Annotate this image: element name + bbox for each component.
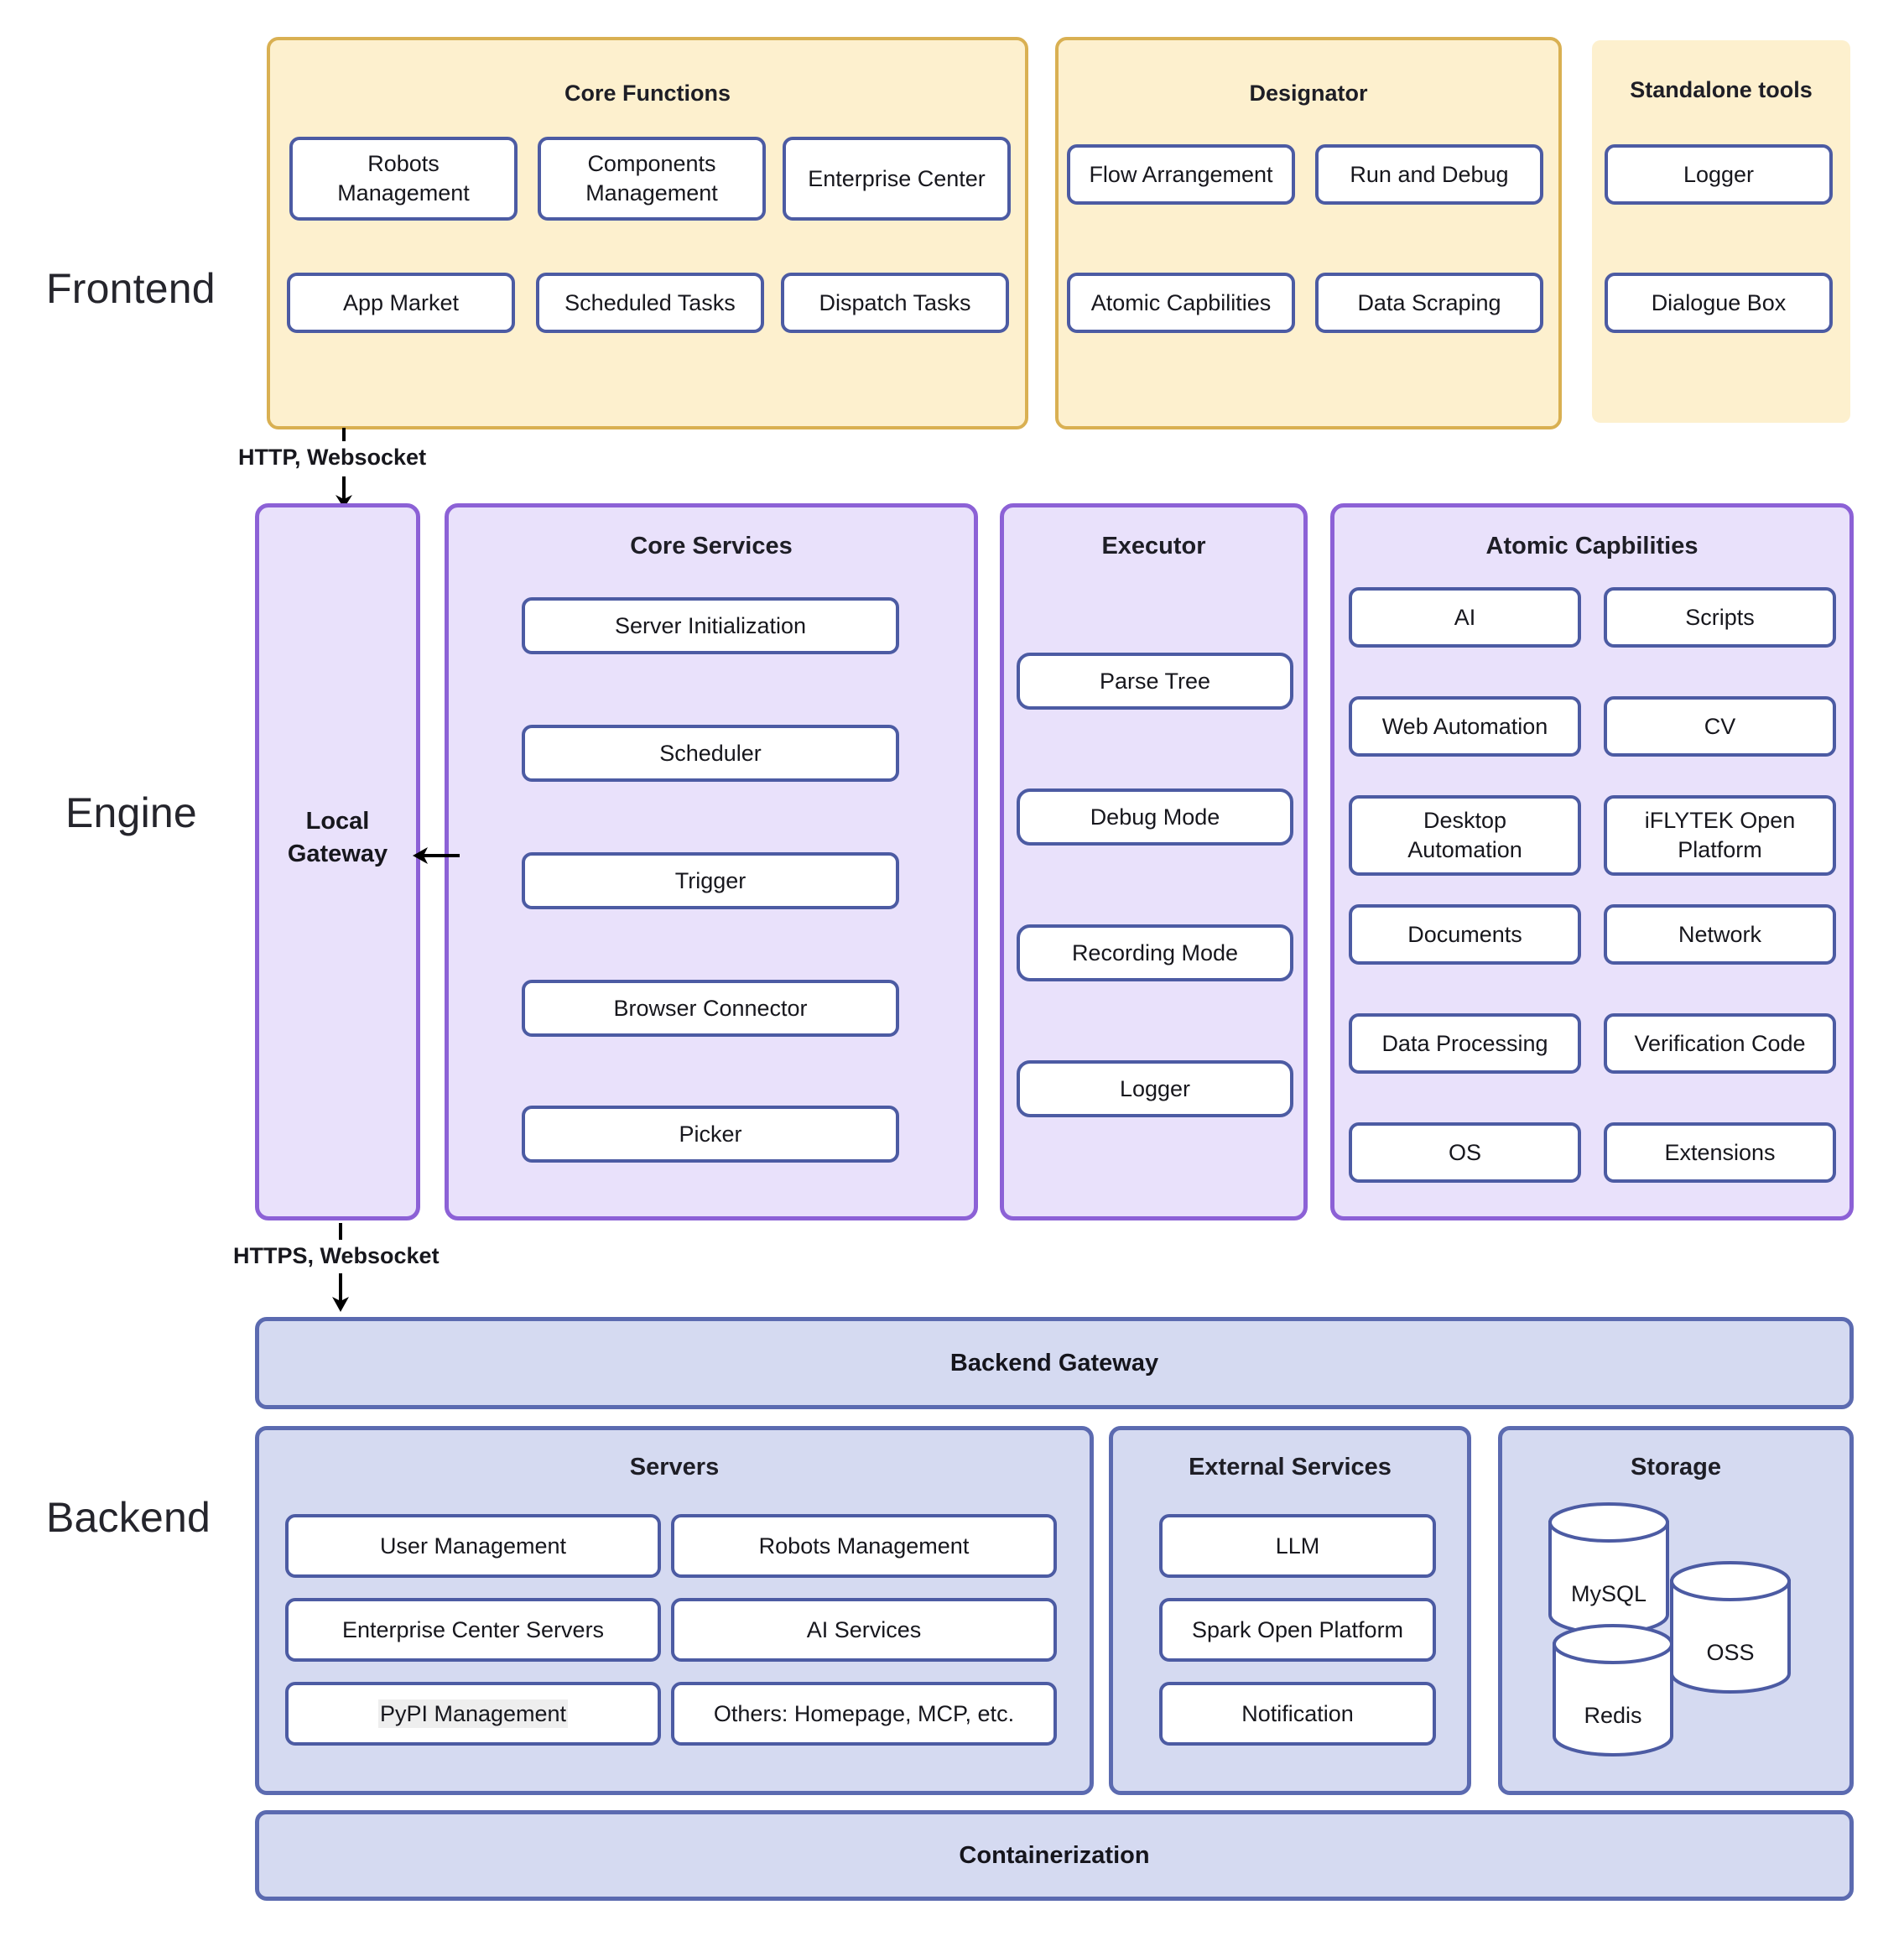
connector-label-https: HTTPS, Websocket	[233, 1243, 440, 1268]
cylinder-label: OSS	[1706, 1640, 1755, 1665]
node-run-and-debug[interactable]: Run and Debug	[1315, 144, 1543, 205]
node-web-automation[interactable]: Web Automation	[1349, 696, 1581, 757]
cylinder-redis: Redis	[1550, 1623, 1676, 1757]
node-llm[interactable]: LLM	[1159, 1514, 1436, 1578]
node-scheduled-tasks[interactable]: Scheduled Tasks	[536, 273, 764, 333]
node-verification-code[interactable]: Verification Code	[1604, 1013, 1836, 1074]
bar-label: Containerization	[959, 1841, 1150, 1869]
node-network[interactable]: Network	[1604, 904, 1836, 965]
node-dialogue-box[interactable]: Dialogue Box	[1605, 273, 1833, 333]
connector-label-http: HTTP, Websocket	[238, 445, 427, 470]
node-components-management[interactable]: Components Management	[538, 137, 766, 221]
node-data-scraping[interactable]: Data Scraping	[1315, 273, 1543, 333]
group-standalone-tools: Standalone tools	[1592, 40, 1850, 423]
node-ai[interactable]: AI	[1349, 587, 1581, 648]
node-server-initialization[interactable]: Server Initialization	[522, 597, 899, 654]
node-pypi-management-label: PyPI Management	[377, 1699, 569, 1729]
node-trigger[interactable]: Trigger	[522, 852, 899, 909]
cylinder-mysql: MySQL	[1546, 1501, 1672, 1636]
connector-line-https	[339, 1223, 342, 1240]
node-robots-management[interactable]: Robots Management	[289, 137, 518, 221]
group-title: Executor	[1101, 533, 1206, 559]
node-iflytek-open-platform[interactable]: iFLYTEK Open Platform	[1604, 795, 1836, 876]
group-title: Storage	[1631, 1454, 1721, 1481]
node-scripts[interactable]: Scripts	[1604, 587, 1836, 648]
group-title: External Services	[1189, 1454, 1392, 1481]
node-executor-logger[interactable]: Logger	[1017, 1060, 1293, 1117]
node-parse-tree[interactable]: Parse Tree	[1017, 653, 1293, 710]
tier-label-backend: Backend	[46, 1494, 211, 1541]
cylinder-label: Redis	[1584, 1703, 1642, 1728]
tier-label-frontend: Frontend	[46, 265, 216, 312]
node-standalone-logger[interactable]: Logger	[1605, 144, 1833, 205]
arrow-left-icon	[411, 839, 461, 877]
node-pypi-management[interactable]: PyPI Management	[285, 1682, 661, 1746]
node-recording-mode[interactable]: Recording Mode	[1017, 924, 1293, 981]
node-picker[interactable]: Picker	[522, 1106, 899, 1163]
node-robots-management-backend[interactable]: Robots Management	[671, 1514, 1057, 1578]
group-title: Core Functions	[564, 81, 731, 106]
node-enterprise-center[interactable]: Enterprise Center	[783, 137, 1011, 221]
node-flow-arrangement[interactable]: Flow Arrangement	[1067, 144, 1295, 205]
bar-backend-gateway: Backend Gateway	[255, 1317, 1854, 1409]
group-title: Atomic Capbilities	[1485, 533, 1699, 559]
group-title: Standalone tools	[1630, 77, 1813, 102]
cylinder-oss: OSS	[1667, 1560, 1793, 1694]
arrow-down-icon	[324, 1273, 357, 1318]
node-spark-open-platform[interactable]: Spark Open Platform	[1159, 1598, 1436, 1662]
node-cv[interactable]: CV	[1604, 696, 1836, 757]
tier-label-engine: Engine	[65, 789, 197, 836]
connector-line-http	[342, 428, 346, 441]
node-atomic-capbilities[interactable]: Atomic Capbilities	[1067, 273, 1295, 333]
node-app-market[interactable]: App Market	[287, 273, 515, 333]
node-debug-mode[interactable]: Debug Mode	[1017, 788, 1293, 846]
node-documents[interactable]: Documents	[1349, 904, 1581, 965]
group-title: Core Services	[630, 533, 793, 559]
group-title: Designator	[1249, 81, 1368, 106]
bar-containerization: Containerization	[255, 1810, 1854, 1901]
group-local-gateway: Local Gateway	[255, 503, 420, 1220]
group-core-functions: Core Functions	[267, 37, 1028, 429]
node-ai-services[interactable]: AI Services	[671, 1598, 1057, 1662]
node-user-management[interactable]: User Management	[285, 1514, 661, 1578]
local-gateway-label: Local Gateway	[287, 808, 388, 868]
group-designator: Designator	[1055, 37, 1562, 429]
node-desktop-automation[interactable]: Desktop Automation	[1349, 795, 1581, 876]
node-os[interactable]: OS	[1349, 1122, 1581, 1183]
node-notification[interactable]: Notification	[1159, 1682, 1436, 1746]
node-data-processing[interactable]: Data Processing	[1349, 1013, 1581, 1074]
arrow-down-icon	[327, 476, 361, 514]
node-browser-connector[interactable]: Browser Connector	[522, 980, 899, 1037]
node-others-homepage-mcp[interactable]: Others: Homepage, MCP, etc.	[671, 1682, 1057, 1746]
node-dispatch-tasks[interactable]: Dispatch Tasks	[781, 273, 1009, 333]
node-enterprise-center-servers[interactable]: Enterprise Center Servers	[285, 1598, 661, 1662]
node-extensions[interactable]: Extensions	[1604, 1122, 1836, 1183]
node-scheduler[interactable]: Scheduler	[522, 725, 899, 782]
group-title: Servers	[629, 1454, 720, 1481]
cylinder-label: MySQL	[1570, 1581, 1647, 1606]
bar-label: Backend Gateway	[949, 1349, 1159, 1377]
